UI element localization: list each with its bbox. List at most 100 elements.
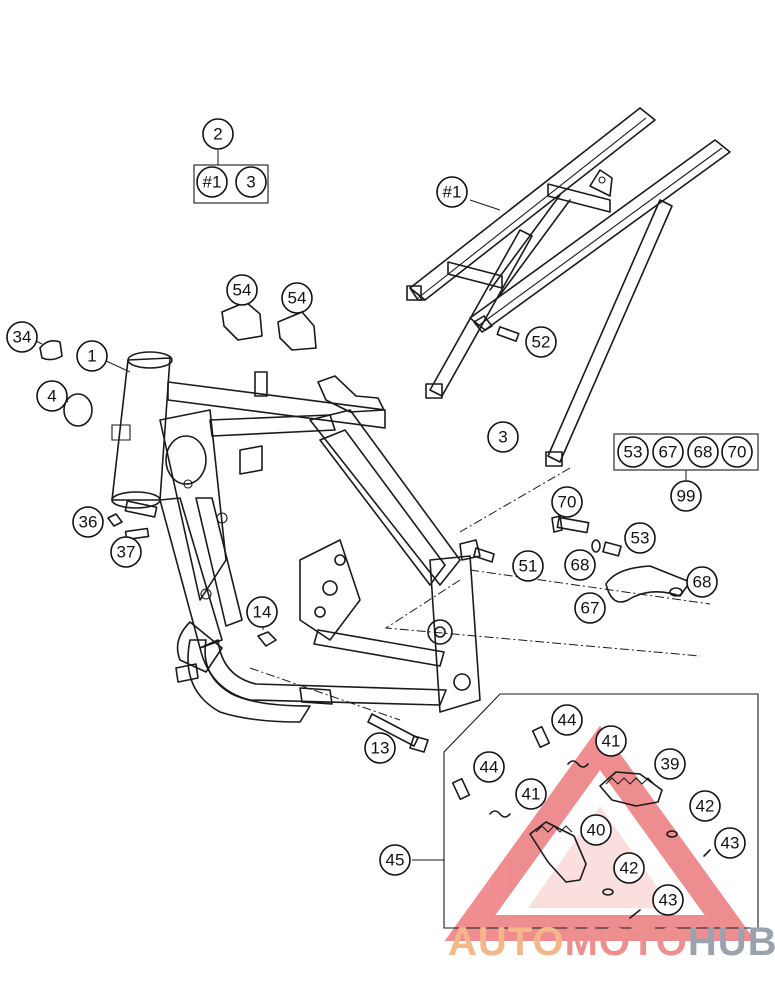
callout-53: 53 xyxy=(624,522,656,554)
callout-circle xyxy=(652,436,684,468)
callout-label: 51 xyxy=(519,557,538,576)
callout-68: 68 xyxy=(564,549,596,581)
callout-70: 70 xyxy=(551,486,583,518)
callout-54: 54 xyxy=(281,282,313,314)
callout-circle xyxy=(72,506,104,538)
callout-54: 54 xyxy=(226,274,258,306)
callout-circle xyxy=(246,596,278,628)
callout-circle xyxy=(551,704,583,736)
callout-99: 99 xyxy=(670,480,702,512)
callout-label: 67 xyxy=(581,599,600,618)
callout-68: 68 xyxy=(686,566,718,598)
side-stand-kit xyxy=(551,433,759,603)
callout-36: 36 xyxy=(72,506,104,538)
callout-circle xyxy=(436,176,468,208)
callout-43: 43 xyxy=(714,827,746,859)
callout-circle xyxy=(580,814,612,846)
callout-circle xyxy=(714,827,746,859)
callout-label: 41 xyxy=(522,785,541,804)
callout-44: 44 xyxy=(473,751,505,783)
callout-circle xyxy=(689,790,721,822)
protector-54b xyxy=(277,311,317,351)
callout-1: 1 xyxy=(76,340,108,372)
grommet-34 xyxy=(33,339,63,361)
callout-label: 54 xyxy=(233,281,252,300)
callout-label: 68 xyxy=(694,443,713,462)
callout-circle xyxy=(512,550,544,582)
callout-circle xyxy=(36,380,68,412)
kit-box-2 xyxy=(193,150,269,204)
callout-51: 51 xyxy=(512,550,544,582)
callout-label: 43 xyxy=(721,834,740,853)
callout-4: 4 xyxy=(36,380,68,412)
main-frame xyxy=(103,351,495,753)
callout-43: 43 xyxy=(652,884,684,916)
callout-67: 67 xyxy=(652,436,684,468)
callout-circle xyxy=(525,326,557,358)
callout-hash1: #1 xyxy=(196,166,228,198)
callout-label: 53 xyxy=(631,529,650,548)
callout-circle xyxy=(473,751,505,783)
watermark-moto: MOTO xyxy=(565,920,688,964)
callout-68: 68 xyxy=(687,436,719,468)
callout-label: 52 xyxy=(532,333,551,352)
callout-45: 45 xyxy=(379,844,411,876)
callout-circle xyxy=(6,321,38,353)
callout-label: 99 xyxy=(677,487,696,506)
callout-circle xyxy=(281,282,313,314)
callout-label: 40 xyxy=(587,821,606,840)
callout-label: 37 xyxy=(117,543,136,562)
callout-label: 36 xyxy=(79,513,98,532)
callout-circle xyxy=(235,166,267,198)
callout-53: 53 xyxy=(617,436,649,468)
callout-label: 34 xyxy=(13,328,32,347)
svg-text:AUTOMOTOHUB: AUTOMOTOHUB xyxy=(448,920,775,964)
callout-circle xyxy=(652,884,684,916)
callout-label: 68 xyxy=(693,573,712,592)
callout-2: 2 xyxy=(202,118,234,150)
callout-circle xyxy=(110,536,142,568)
callout-label: 68 xyxy=(571,556,590,575)
callout-label: 3 xyxy=(246,173,255,192)
callout-label: 43 xyxy=(659,891,678,910)
callout-14: 14 xyxy=(246,596,278,628)
callout-label: #1 xyxy=(443,183,462,202)
callout-circle xyxy=(687,436,719,468)
callout-circle xyxy=(202,118,234,150)
callout-label: 70 xyxy=(728,443,747,462)
callout-52: 52 xyxy=(525,326,557,358)
callout-label: 14 xyxy=(253,603,272,622)
protector-54a xyxy=(221,301,263,341)
watermark-auto: AUTO xyxy=(448,920,565,964)
callout-circle xyxy=(617,436,649,468)
callout-label: 44 xyxy=(558,711,577,730)
callout-42: 42 xyxy=(613,852,645,884)
callout-40: 40 xyxy=(580,814,612,846)
callout-label: 67 xyxy=(659,443,678,462)
callout-3: 3 xyxy=(235,166,267,198)
callout-label: 41 xyxy=(602,732,621,751)
callout-circle xyxy=(487,421,519,453)
callout-circle xyxy=(670,480,702,512)
callout-label: 53 xyxy=(624,443,643,462)
callout-label: 4 xyxy=(47,387,56,406)
callout-circle xyxy=(551,486,583,518)
callout-13: 13 xyxy=(364,732,396,764)
callout-circle xyxy=(515,778,547,810)
callout-circle xyxy=(364,732,396,764)
callout-label: 1 xyxy=(87,347,96,366)
callout-42: 42 xyxy=(689,790,721,822)
callout-circle xyxy=(564,549,596,581)
callout-label: 42 xyxy=(620,859,639,878)
callout-label: 54 xyxy=(288,289,307,308)
callout-circle xyxy=(595,725,627,757)
callout-39: 39 xyxy=(654,748,686,780)
footpeg-kit xyxy=(412,693,759,929)
callout-circle xyxy=(721,436,753,468)
callout-label: 2 xyxy=(213,125,222,144)
callout-circle xyxy=(613,852,645,884)
callout-37: 37 xyxy=(110,536,142,568)
callout-41: 41 xyxy=(595,725,627,757)
